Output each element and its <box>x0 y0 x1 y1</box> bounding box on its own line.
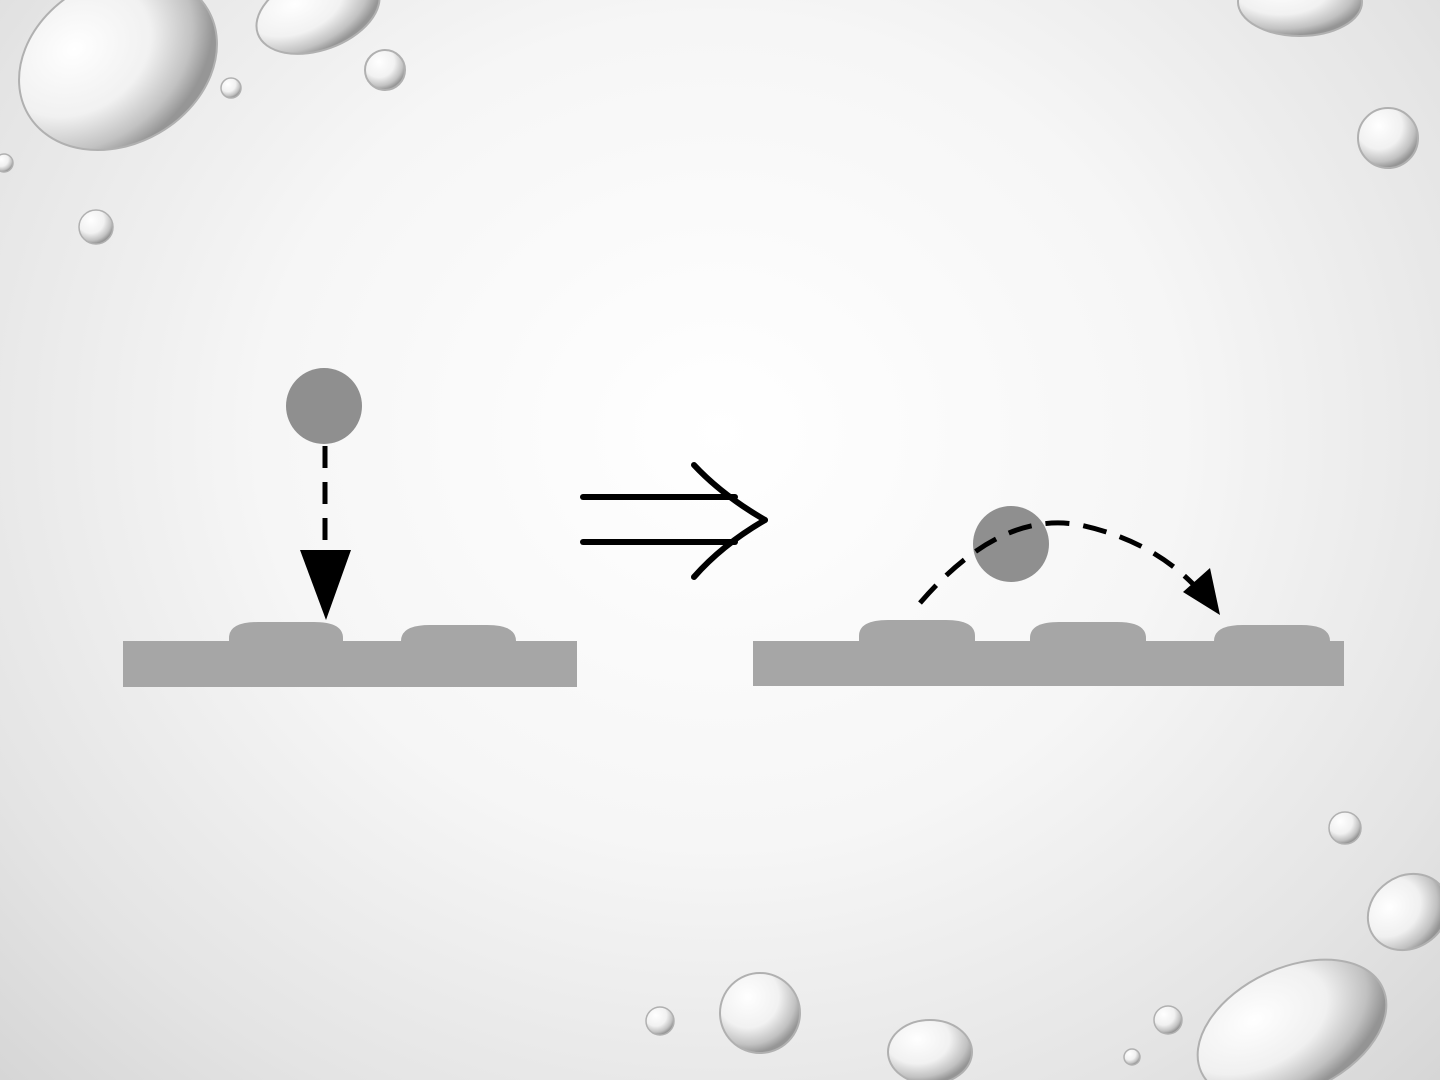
droplet <box>1196 958 1388 1080</box>
left-island-2 <box>401 625 516 643</box>
droplet <box>1123 1048 1141 1066</box>
droplet <box>364 49 406 91</box>
droplet <box>1237 0 1363 37</box>
droplet <box>1328 811 1362 845</box>
left-island-1 <box>229 622 343 643</box>
droplet <box>719 972 801 1054</box>
left-substrate <box>123 641 577 687</box>
implies-arrow-upper-curve <box>691 462 768 523</box>
left-panel <box>123 368 577 687</box>
droplet <box>78 209 114 245</box>
droplet <box>0 153 14 173</box>
right-island-3 <box>1214 625 1330 643</box>
droplet <box>645 1006 675 1036</box>
droplet <box>255 0 381 55</box>
right-island-1 <box>859 620 975 643</box>
droplet <box>1357 107 1419 169</box>
droplet <box>1153 1005 1183 1035</box>
hopping-arrowhead <box>1183 568 1220 615</box>
right-panel <box>753 506 1344 686</box>
right-substrate <box>753 641 1344 686</box>
droplet <box>18 0 218 152</box>
hopping-dashed-arc <box>918 520 1196 605</box>
falling-particle <box>286 368 362 444</box>
droplet <box>1366 872 1440 952</box>
falling-arrowhead <box>300 550 351 620</box>
right-island-2 <box>1030 622 1146 643</box>
droplet <box>887 1019 973 1080</box>
implies-arrow <box>580 462 768 580</box>
droplet <box>220 77 242 99</box>
implies-arrow-lower-curve <box>691 517 768 580</box>
